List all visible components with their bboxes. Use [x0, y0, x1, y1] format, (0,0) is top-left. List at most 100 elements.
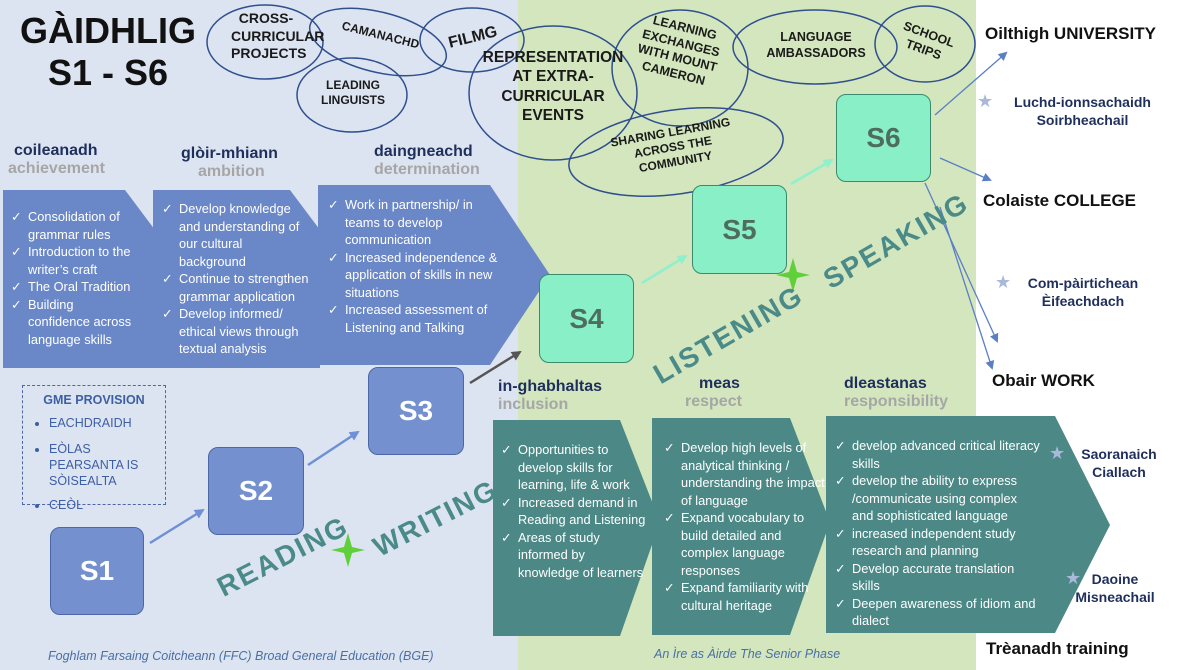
list-item: ✓Develop knowledge and understanding of …: [162, 201, 300, 269]
list-item-text: The Oral Tradition: [28, 279, 131, 294]
chevron-achievement: [3, 190, 155, 368]
list-item: ✓Consolidation of grammar rules: [11, 209, 120, 242]
arrow-s4-s5: [641, 254, 688, 285]
sparkle-green-reading: [331, 533, 365, 567]
list-item: ✓Develop informed/ ethical views through…: [162, 306, 299, 356]
list-item-text: Work in partnership/ in teams to develop…: [345, 197, 473, 247]
cloud-cross-curricular: CROSS-CURRICULAR PROJECTS: [231, 10, 325, 61]
heading-responsibility-ga: dleastanas: [844, 375, 927, 392]
arrow-s2-s3: [307, 430, 360, 467]
title-line2: S1 - S6: [47, 52, 169, 93]
list-item: ✓Work in partnership/ in teams to develo…: [328, 197, 473, 247]
list-item-text: Increased independence & application of …: [345, 249, 498, 300]
list-item: ✓Introduction to the writer’s craft: [11, 244, 131, 277]
star-icon: ★: [1049, 443, 1066, 463]
cloud-linguists-outline: [296, 57, 408, 133]
heading-responsibility: dleastanas responsibility: [844, 375, 948, 411]
list-item: ✓increased independent study research an…: [835, 525, 1016, 559]
list-item-text: Consolidation of grammar rules: [28, 209, 120, 242]
list-item-text: Areas of study informed by knowledge of …: [518, 529, 644, 580]
list-item: ✓Continue to strengthen grammar applicat…: [162, 271, 309, 304]
list-achievement: ✓Consolidation of grammar rules ✓Introdu…: [11, 208, 136, 348]
list-item: ✓Increased assessment of Listening and T…: [328, 302, 488, 335]
chevron-determination: [318, 185, 550, 365]
heading-ambition-en: ambition: [198, 163, 265, 180]
gme-item: EACHDRAIDH: [49, 415, 165, 431]
gme-item: CEÒL: [49, 497, 165, 513]
arrow-s1-s2: [149, 508, 205, 545]
heading-determination: daingneachd determination: [374, 143, 480, 179]
heading-determination-ga: daingneachd: [374, 143, 473, 160]
cloud-camanachd-outline: [308, 7, 448, 77]
arrow-to-university: [934, 51, 1008, 116]
list-ambition: ✓Develop knowledge and understanding of …: [162, 200, 312, 358]
capacity-successful-learners: Luchd-ionnsachaidh Soirbheachail: [1014, 94, 1151, 128]
chevron-respect: [652, 418, 830, 635]
capacity-confident-individuals: Daoine Misneachail: [1075, 571, 1155, 605]
capacity-effective-contributors: Com-pàirtichean Èifeachdach: [1027, 275, 1139, 309]
list-item-text: Develop high levels of analytical thinki…: [681, 440, 825, 508]
star-icon: ★: [995, 272, 1012, 292]
list-item-text: Opportunities to develop skills for lear…: [518, 442, 630, 492]
heading-ambition-ga: glòir-mhiann: [181, 145, 278, 162]
destination-work: Obair WORK: [992, 371, 1095, 390]
cloud-representation: REPRESENTATION AT EXTRA-CURRICULAR EVENT…: [482, 49, 624, 125]
list-item-text: Develop accurate translation skills: [852, 560, 1015, 594]
stage-s6: S6: [836, 94, 931, 182]
cloud-ambassadors-outline: [732, 9, 898, 85]
chevron-responsibility: [826, 416, 1110, 633]
list-item-text: Deepen awareness of idiom and dialect: [852, 595, 1036, 629]
list-determination: ✓Work in partnership/ in teams to develo…: [328, 196, 506, 336]
heading-inclusion-en: inclusion: [498, 396, 569, 413]
list-inclusion: ✓Opportunities to develop skills for lea…: [501, 441, 646, 581]
cloud-leading-linguists: LEADING LINGUISTS: [320, 78, 385, 107]
page-title: GÀIDHLIG S1 - S6: [8, 10, 208, 94]
list-item-text: develop the ability to express /communic…: [852, 473, 1018, 523]
arrow-to-college: [939, 157, 992, 182]
title-line1: GÀIDHLIG: [20, 10, 196, 51]
destination-college: Colaiste COLLEGE: [983, 191, 1137, 210]
capacity-responsible-citizens: Saoranaich Ciallach: [1081, 446, 1157, 480]
destination-university: Oilthigh UNIVERSITY: [985, 24, 1156, 43]
star-icon: ★: [977, 91, 994, 111]
gme-provision-list: EACHDRAIDH EÒLAS PEARSANTA IS SÒISEALTA …: [23, 415, 165, 513]
list-item-text: Introduction to the writer’s craft: [28, 244, 131, 277]
heading-determination-en: determination: [374, 161, 480, 178]
list-item: ✓Develop accurate translation skills: [835, 560, 1015, 594]
gme-provision-title: GME PROVISION: [43, 393, 145, 407]
list-item-text: Increased demand in Reading and Listenin…: [518, 494, 646, 528]
heading-inclusion-ga: in-ghabhaltas: [498, 378, 603, 395]
gme-item: EÒLAS PEARSANTA IS SÒISEALTA: [49, 441, 165, 489]
list-item-text: Building confidence across language skil…: [28, 296, 132, 347]
heading-responsibility-en: responsibility: [844, 393, 949, 410]
stage-s3: S3: [368, 367, 464, 455]
stage-s5: S5: [692, 185, 787, 274]
list-item-text: Continue to strengthen grammar applicati…: [179, 271, 309, 304]
list-item: ✓develop the ability to express /communi…: [835, 473, 1018, 523]
cloud-language-ambassadors: LANGUAGE AMBASSADORS: [766, 30, 866, 60]
list-responsibility: ✓develop advanced critical literacy skil…: [835, 437, 1040, 630]
heading-achievement: coileanadh achievement: [8, 142, 105, 178]
heading-achievement-en: achievement: [8, 160, 105, 177]
footer-bge: Foghlam Farsaing Coitcheann (FFC) Broad …: [48, 649, 434, 663]
footer-senior-phase: An Ìre as Àirde The Senior Phase: [654, 647, 841, 661]
list-item: ✓Deepen awareness of idiom and dialect: [835, 595, 1036, 629]
list-respect: ✓Develop high levels of analytical think…: [664, 439, 829, 614]
stage-s1: S1: [50, 527, 144, 615]
list-item-text: Develop informed/ ethical views through …: [179, 306, 299, 356]
list-item: ✓Develop high levels of analytical think…: [664, 440, 825, 508]
list-item: ✓develop advanced critical literacy skil…: [835, 438, 1040, 471]
list-item: ✓Building confidence across language ski…: [11, 296, 132, 347]
arrow-to-training: [939, 206, 995, 370]
cloud-outlines: [206, 4, 976, 197]
list-item-text: Develop knowledge and understanding of o…: [179, 201, 300, 269]
stage-s4: S4: [539, 274, 634, 363]
chevron-ambition: [153, 190, 320, 368]
cloud-filmg-outline: [419, 7, 525, 73]
list-item-text: develop advanced critical literacy skill…: [852, 438, 1040, 471]
cloud-cross-outline: [206, 4, 324, 80]
heading-inclusion: in-ghabhaltas inclusion: [498, 378, 602, 414]
gme-provision-box: GME PROVISION EACHDRAIDH EÒLAS PEARSANTA…: [22, 385, 166, 512]
list-item: ✓Opportunities to develop skills for lea…: [501, 442, 630, 492]
